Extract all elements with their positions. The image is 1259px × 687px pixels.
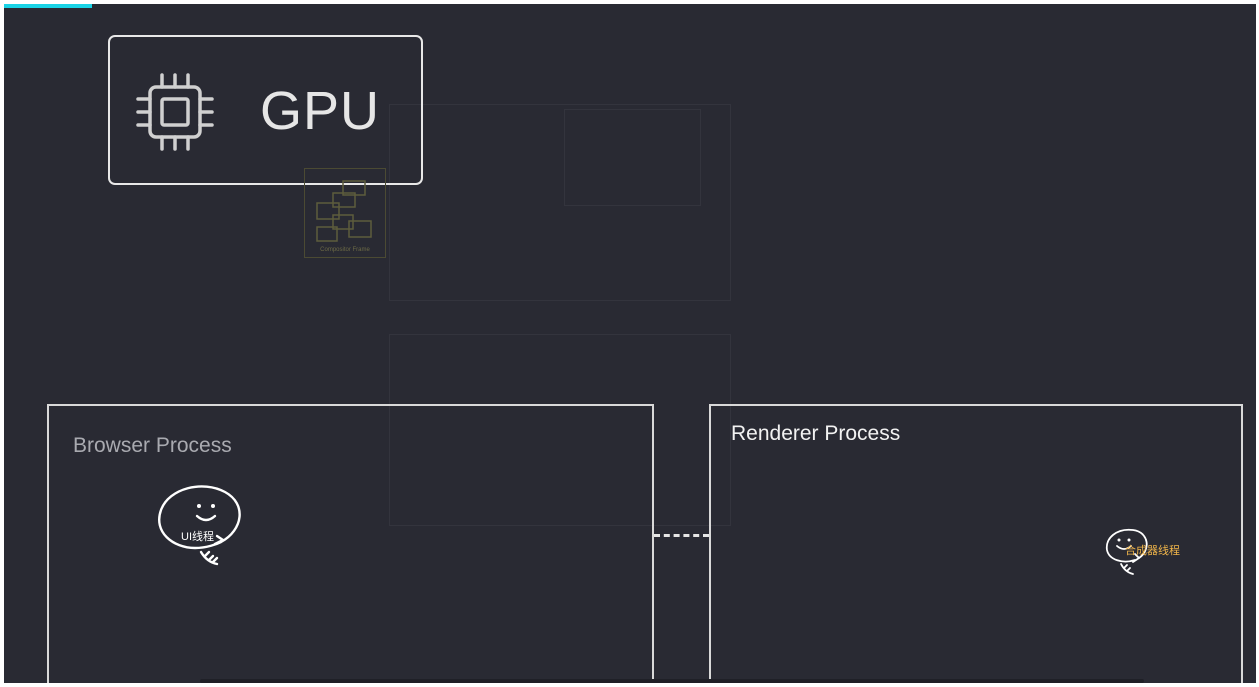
bottom-bar xyxy=(200,679,1144,683)
browser-process-box: Browser Process UI线程 xyxy=(47,404,654,683)
renderer-process-box: Renderer Process 合成器线程 xyxy=(709,404,1243,683)
smiley-thread-icon xyxy=(1105,528,1148,575)
ghost-panel xyxy=(389,334,731,526)
chip-icon xyxy=(136,73,214,151)
ui-thread-label: UI线程 xyxy=(181,531,214,543)
browser-process-title: Browser Process xyxy=(73,434,232,457)
ghost-panel xyxy=(564,109,701,206)
layers-icon xyxy=(316,180,372,242)
renderer-process-title: Renderer Process xyxy=(731,422,901,445)
smiley-thread-icon xyxy=(158,485,241,566)
compositor-frame-label: Compositor Frame xyxy=(320,247,370,253)
ghost-panel xyxy=(389,104,731,301)
gpu-label: GPU xyxy=(260,81,381,141)
compositor-frame: Compositor Frame xyxy=(304,168,386,258)
gpu-box: GPU xyxy=(108,35,423,185)
progress-indicator xyxy=(4,4,92,8)
ipc-connection xyxy=(654,534,709,537)
diagram-canvas: GPU Compositor Frame Browser Process UI线… xyxy=(4,4,1256,683)
compositor-thread-label: 合成器线程 xyxy=(1125,545,1180,557)
